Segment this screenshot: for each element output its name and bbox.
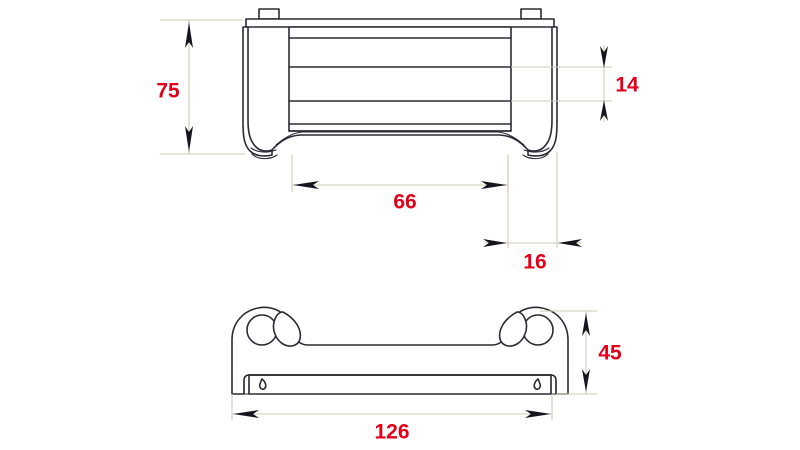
dim-66-label: 66 [393, 191, 416, 214]
front-view-group [242, 8, 558, 160]
bottom-sweep-inner [275, 131, 525, 146]
dim-14-arrow-bottom [600, 100, 608, 121]
dim-126-arrow-right [525, 410, 551, 418]
bottom-sweep-outer [271, 134, 529, 151]
right-foot-inner-line [523, 147, 550, 153]
top-view-group [231, 306, 569, 395]
dim-16-arrow-left [483, 239, 507, 247]
dimension-16-group: 16 [483, 152, 582, 274]
bracket-bar-cap-left [243, 374, 250, 395]
dim-45-label: 45 [598, 342, 622, 365]
dim-45-arrow-top [582, 313, 590, 336]
right-foot-pad [522, 153, 549, 160]
dim-75-arrow-bottom [185, 126, 193, 152]
dim-126-arrow-left [233, 410, 259, 418]
mounting-lug-right [520, 8, 542, 20]
right-side-column [527, 26, 558, 157]
dimension-126-group: 126 [231, 394, 553, 444]
dim-126-label: 126 [374, 421, 409, 444]
top-plate [245, 18, 555, 28]
left-foot-inner-line [250, 147, 277, 153]
bracket-hole-right [522, 314, 554, 346]
bracket-keyhole-left [258, 378, 267, 390]
dim-16-label: 16 [523, 251, 546, 274]
dim-66-arrow-right [481, 181, 507, 189]
dimension-75-group: 75 [156, 19, 245, 155]
mounting-lug-left [258, 8, 280, 20]
dim-75-label: 75 [156, 80, 180, 103]
dim-16-arrow-right [558, 239, 582, 247]
bracket-hole-left [246, 314, 278, 346]
dim-45-arrow-bottom [582, 369, 590, 392]
bracket-boss-right [498, 311, 528, 347]
dim-14-arrow-top [600, 46, 608, 68]
dimension-45-group: 45 [540, 310, 622, 395]
bracket-keyhole-right [533, 378, 542, 390]
bracket-bar-cap-right [550, 374, 557, 395]
left-foot-pad [251, 153, 278, 160]
dimension-14-group: 14 [511, 45, 639, 122]
left-side-column [242, 26, 273, 157]
dim-75-arrow-top [185, 22, 193, 48]
roller-stack-body [288, 26, 512, 132]
dim-66-arrow-left [293, 181, 319, 189]
dim-14-label: 14 [615, 74, 639, 97]
bracket-boss-left [272, 311, 302, 347]
